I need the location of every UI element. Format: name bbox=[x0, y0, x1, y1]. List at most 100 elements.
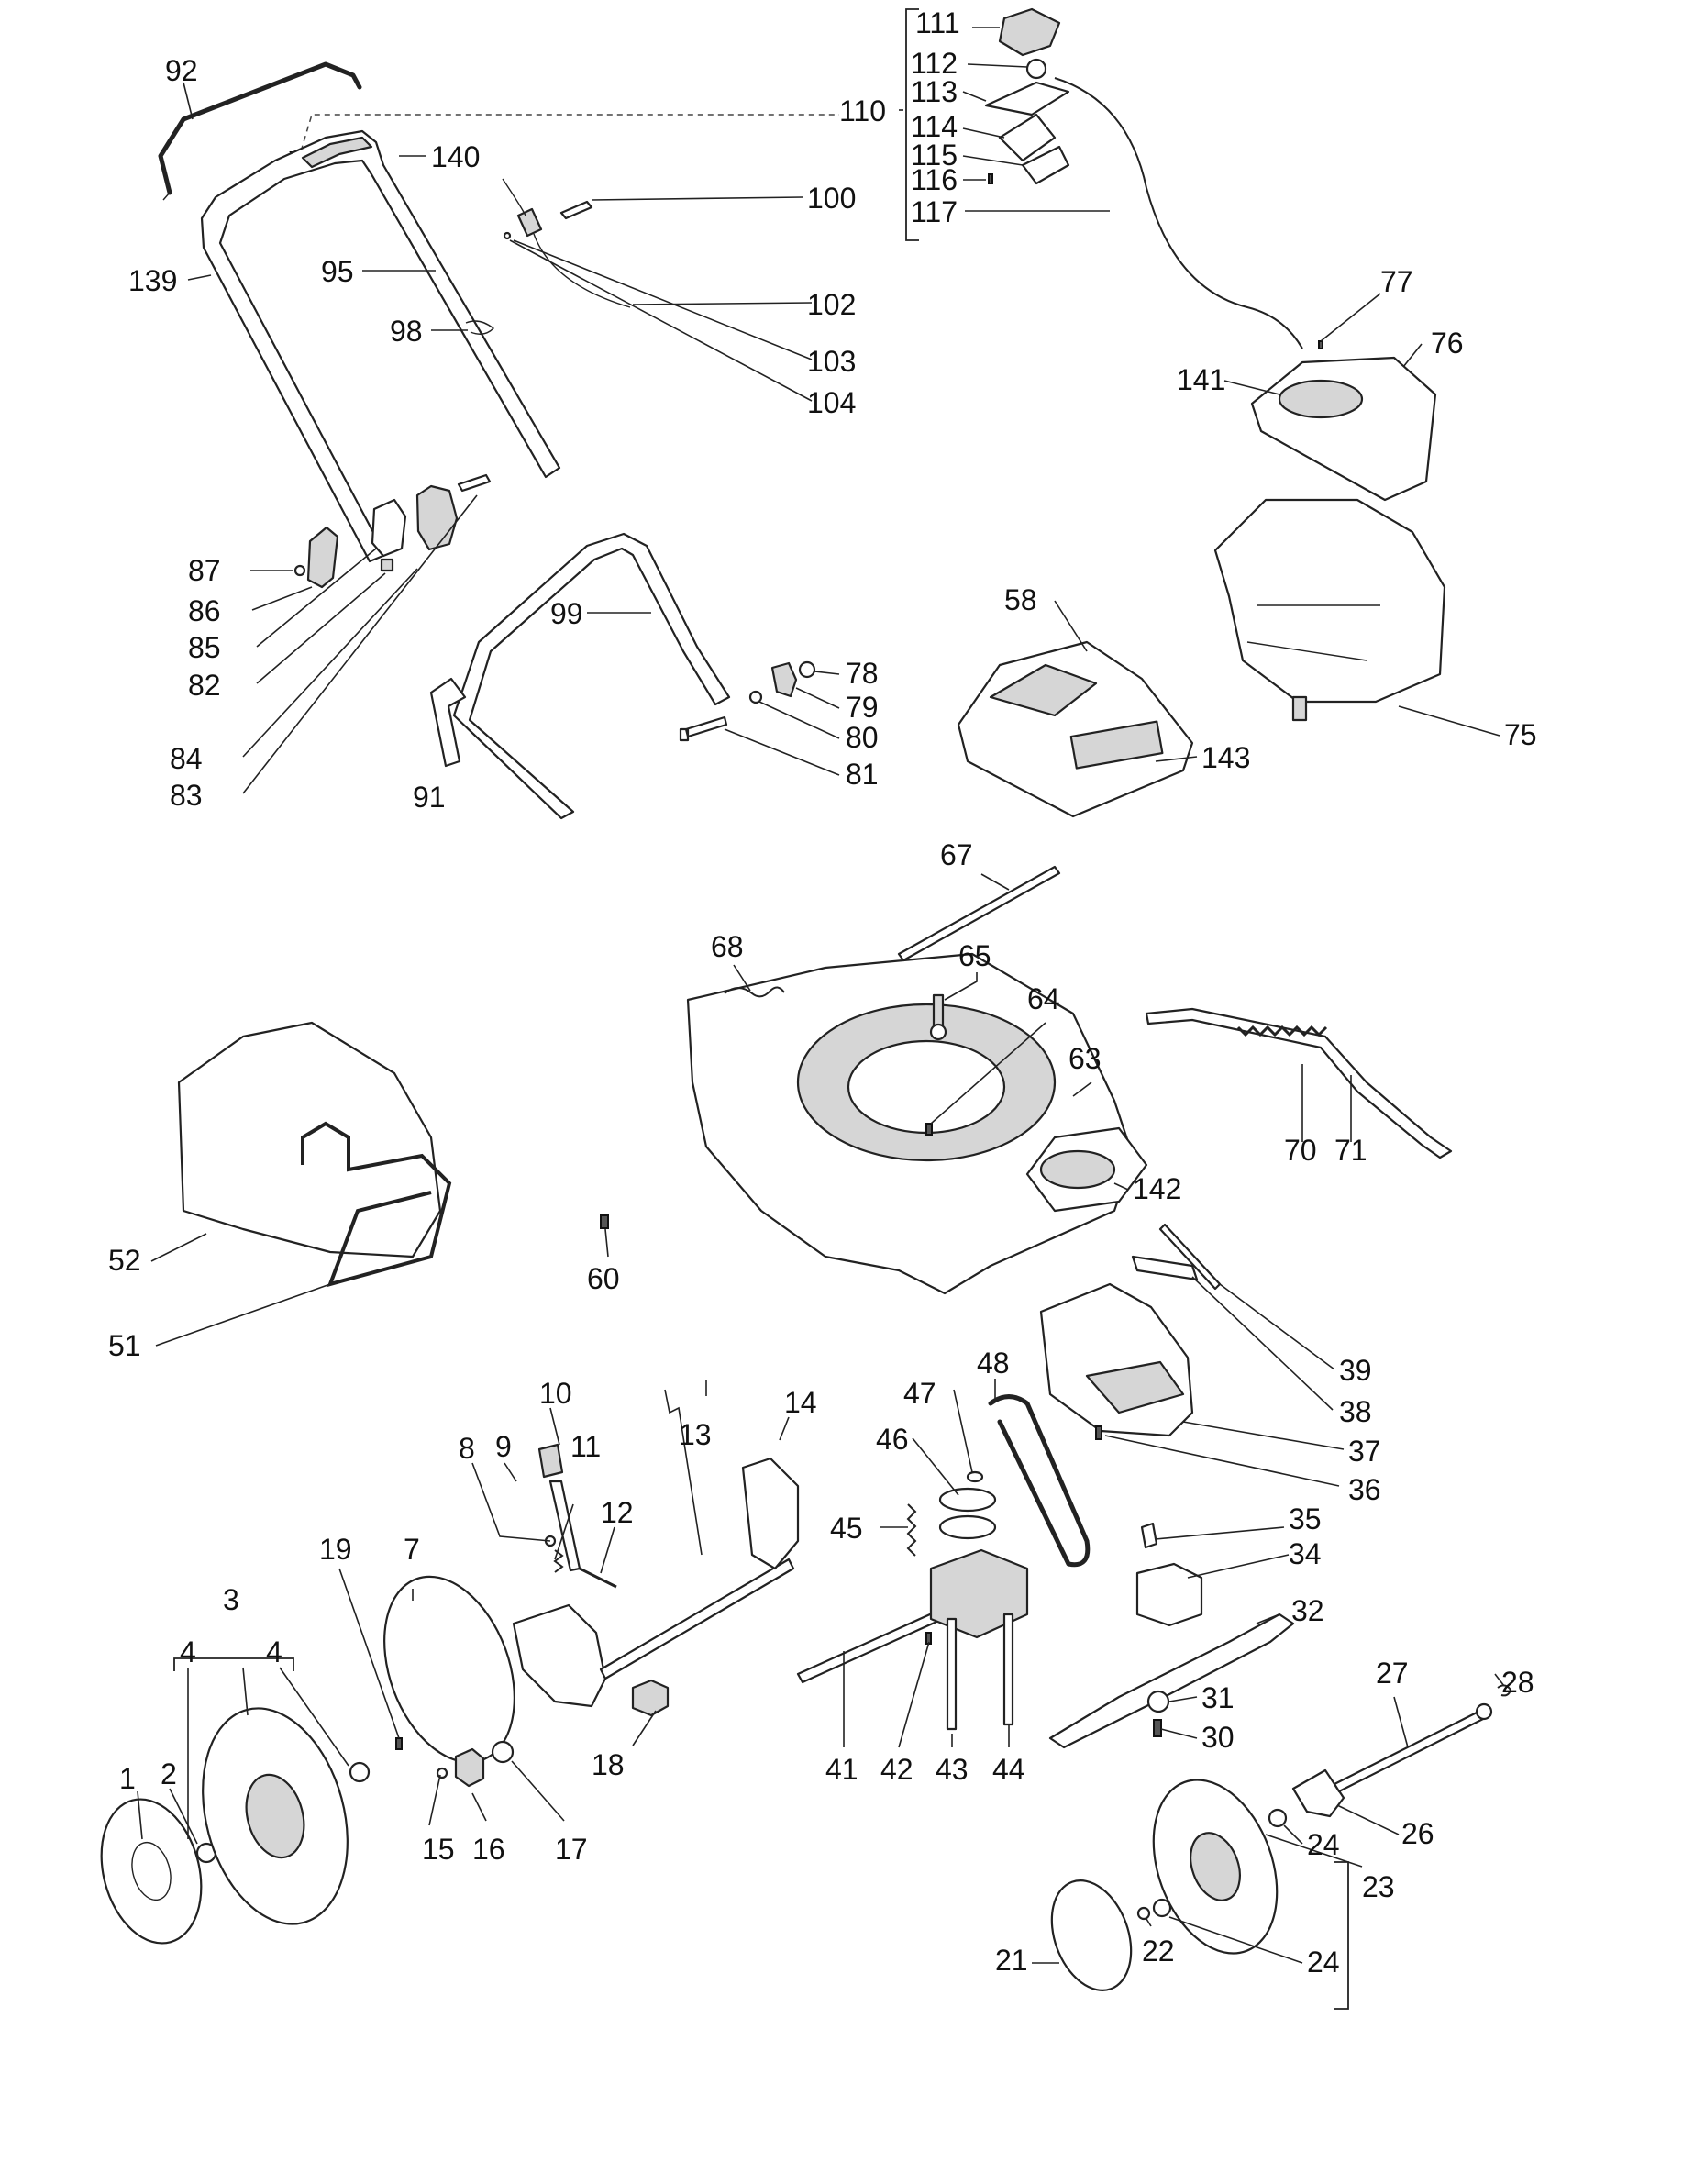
callout-139: 139 bbox=[128, 264, 177, 297]
callout-35: 35 bbox=[1289, 1502, 1322, 1535]
part-19-screw bbox=[395, 1737, 403, 1750]
callout-103: 103 bbox=[807, 345, 856, 378]
callout-87: 87 bbox=[188, 554, 221, 587]
callout-91: 91 bbox=[413, 781, 446, 814]
callout-99: 99 bbox=[550, 597, 583, 630]
part-14-side-plate bbox=[741, 1457, 800, 1570]
deck-group bbox=[600, 865, 1148, 1295]
callout-48: 48 bbox=[977, 1347, 1010, 1380]
part-24-bearing-b bbox=[1268, 1808, 1288, 1828]
callout-67: 67 bbox=[940, 838, 973, 871]
part-67-rod bbox=[897, 865, 1061, 962]
part-78-nut bbox=[798, 660, 816, 679]
callout-2: 2 bbox=[161, 1757, 177, 1790]
callout-7: 7 bbox=[404, 1533, 420, 1566]
part-52-grass-bag bbox=[177, 1021, 442, 1258]
part-70-spring bbox=[1236, 1025, 1328, 1037]
part-92-bail-bar bbox=[158, 61, 362, 195]
callout-95: 95 bbox=[321, 255, 354, 288]
part-76-engine-cover bbox=[1250, 356, 1437, 502]
callout-115: 115 bbox=[911, 139, 958, 172]
callout-51: 51 bbox=[108, 1329, 141, 1362]
part-48-belt bbox=[988, 1394, 1091, 1568]
callout-21: 21 bbox=[995, 1944, 1028, 1977]
upper-handle-group bbox=[158, 61, 839, 589]
callout-37: 37 bbox=[1348, 1435, 1381, 1468]
part-35-key bbox=[1140, 1522, 1158, 1549]
callout-44: 44 bbox=[992, 1753, 1025, 1786]
callout-41: 41 bbox=[825, 1753, 858, 1786]
callout-27: 27 bbox=[1376, 1657, 1409, 1690]
callout-80: 80 bbox=[846, 721, 879, 754]
callout-24b: 24 bbox=[1307, 1946, 1340, 1979]
part-141-label bbox=[1278, 379, 1364, 419]
callout-45: 45 bbox=[830, 1512, 863, 1545]
callout-143: 143 bbox=[1201, 741, 1250, 774]
callout-19: 19 bbox=[319, 1533, 352, 1566]
callout-86: 86 bbox=[188, 594, 221, 627]
part-44-shaft bbox=[1002, 1613, 1014, 1726]
callout-17: 17 bbox=[555, 1833, 588, 1866]
part-31-washer bbox=[1146, 1690, 1170, 1713]
callout-83: 83 bbox=[170, 779, 203, 812]
part-32-blade bbox=[1048, 1613, 1295, 1749]
bracket-3-4 bbox=[173, 1657, 294, 1671]
part-17-bushing bbox=[491, 1740, 515, 1764]
callout-3: 3 bbox=[223, 1583, 239, 1616]
callout-65: 65 bbox=[958, 939, 991, 972]
part-117-cable bbox=[1054, 77, 1303, 349]
throttle-group bbox=[905, 7, 1303, 349]
part-41-gearbox-axle bbox=[796, 1608, 947, 1684]
part-85-knob-inner bbox=[371, 498, 407, 558]
part-68-spring bbox=[724, 986, 785, 998]
callout-81: 81 bbox=[846, 758, 879, 791]
part-84-knob-outer bbox=[415, 484, 459, 551]
part-47-nut bbox=[966, 1470, 984, 1483]
part-115-plate bbox=[1021, 145, 1070, 185]
part-28-clip bbox=[1497, 1684, 1512, 1697]
callout-28: 28 bbox=[1501, 1666, 1534, 1699]
lower-handle-group bbox=[429, 532, 816, 820]
part-64-screw bbox=[925, 1123, 933, 1136]
part-116-screw bbox=[988, 173, 993, 184]
callout-13: 13 bbox=[679, 1418, 712, 1451]
part-gearbox bbox=[929, 1548, 1029, 1639]
callout-84: 84 bbox=[170, 742, 203, 775]
callout-26: 26 bbox=[1401, 1817, 1434, 1850]
part-37-rear-guard bbox=[1039, 1282, 1194, 1437]
engine-group bbox=[1213, 340, 1446, 722]
part-114-plate bbox=[998, 113, 1057, 162]
part-11-lever-arm bbox=[548, 1480, 581, 1572]
callout-114: 114 bbox=[911, 110, 958, 143]
part-83-bolt bbox=[457, 473, 492, 493]
part-99-lower-handle bbox=[452, 532, 731, 820]
callout-31: 31 bbox=[1201, 1681, 1235, 1714]
callout-58: 58 bbox=[1004, 583, 1037, 616]
part-38-plate bbox=[1131, 1255, 1199, 1281]
callout-43: 43 bbox=[936, 1753, 969, 1786]
part-71-rod bbox=[1145, 1007, 1453, 1159]
part-95-upper-handle bbox=[200, 129, 561, 563]
part-30-bolt bbox=[1153, 1719, 1162, 1737]
rear-flap-group bbox=[957, 640, 1194, 818]
callout-102: 102 bbox=[807, 288, 856, 321]
callout-64: 64 bbox=[1027, 982, 1060, 1015]
callout-112: 112 bbox=[911, 47, 958, 80]
callout-110: 110 bbox=[839, 94, 886, 127]
callout-140: 140 bbox=[431, 140, 480, 173]
left-wheel-group bbox=[100, 1443, 800, 1945]
part-34-blade-adapter bbox=[1135, 1562, 1203, 1627]
callout-85: 85 bbox=[188, 631, 221, 664]
part-13-axle-bracket bbox=[512, 1603, 607, 1708]
callout-12: 12 bbox=[601, 1496, 634, 1529]
part-103-clamp bbox=[516, 207, 543, 238]
callout-142: 142 bbox=[1133, 1172, 1181, 1205]
callout-34: 34 bbox=[1289, 1537, 1322, 1570]
part-51-bag-frame bbox=[301, 1121, 452, 1287]
callout-70: 70 bbox=[1284, 1134, 1317, 1167]
callout-36: 36 bbox=[1348, 1473, 1381, 1506]
callout-labels: 92 111 112 113 110 114 115 116 117 140 1… bbox=[108, 6, 1537, 1979]
leader-lines bbox=[137, 27, 1505, 1964]
callout-4a: 4 bbox=[180, 1635, 196, 1668]
